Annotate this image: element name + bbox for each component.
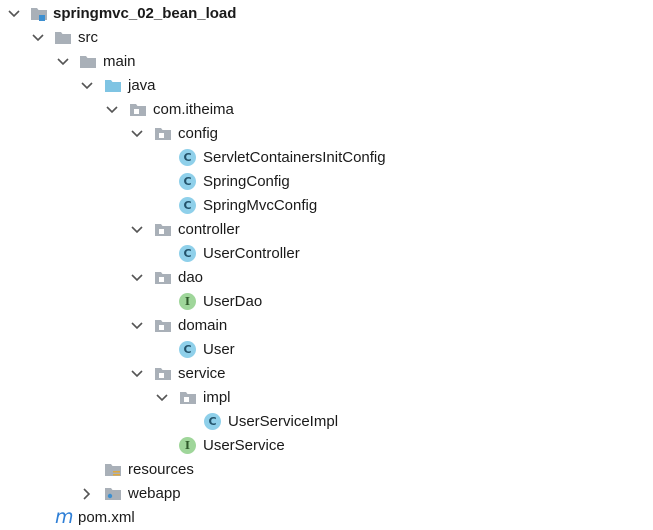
- tree-row-class[interactable]: C UserServiceImpl: [0, 410, 653, 434]
- folder-icon: [54, 30, 72, 46]
- tree-row-class[interactable]: C ServletContainersInitConfig: [0, 146, 653, 170]
- tree-row-class[interactable]: C User: [0, 338, 653, 362]
- tree-label-class: SpringConfig: [203, 173, 290, 190]
- class-icon: C: [179, 149, 196, 166]
- tree-row-interface[interactable]: I UserDao: [0, 290, 653, 314]
- tree-row-package[interactable]: com.itheima: [0, 98, 653, 122]
- tree-row-class[interactable]: C SpringMvcConfig: [0, 194, 653, 218]
- chevron-down-icon[interactable]: [129, 222, 145, 238]
- tree-label-interface: UserDao: [203, 293, 263, 310]
- tree-label-config: config: [178, 125, 219, 142]
- chevron-down-icon[interactable]: [104, 102, 120, 118]
- chevron-down-icon[interactable]: [79, 78, 95, 94]
- package-icon: [154, 270, 172, 286]
- class-icon: C: [179, 197, 196, 214]
- tree-label-class: ServletContainersInitConfig: [203, 149, 386, 166]
- tree-label-controller: controller: [178, 221, 240, 238]
- class-icon: C: [179, 173, 196, 190]
- chevron-down-icon[interactable]: [30, 30, 46, 46]
- chevron-down-icon[interactable]: [129, 126, 145, 142]
- tree-label-pom: pom.xml: [78, 509, 135, 526]
- tree-label-domain: domain: [178, 317, 228, 334]
- tree-label-src: src: [78, 29, 98, 46]
- web-folder-icon: [104, 486, 122, 502]
- chevron-right-icon[interactable]: [79, 486, 95, 502]
- tree-label-class: UserController: [203, 245, 300, 262]
- chevron-down-icon[interactable]: [129, 366, 145, 382]
- maven-icon: m: [55, 506, 74, 528]
- tree-label-impl: impl: [203, 389, 231, 406]
- class-icon: C: [179, 245, 196, 262]
- resources-folder-icon: [104, 462, 122, 478]
- chevron-down-icon[interactable]: [6, 6, 22, 22]
- tree-row-class[interactable]: C UserController: [0, 242, 653, 266]
- tree-label-interface: UserService: [203, 437, 285, 454]
- tree-label-class: UserServiceImpl: [228, 413, 339, 430]
- tree-row-interface[interactable]: I UserService: [0, 434, 653, 458]
- source-folder-icon: [104, 78, 122, 94]
- tree-row-config[interactable]: config: [0, 122, 653, 146]
- tree-label-project: springmvc_02_bean_load: [53, 5, 237, 22]
- chevron-down-icon[interactable]: [154, 390, 170, 406]
- tree-row-java[interactable]: java: [0, 74, 653, 98]
- tree-label-service: service: [178, 365, 226, 382]
- tree-label-package: com.itheima: [153, 101, 234, 118]
- chevron-down-icon[interactable]: [129, 318, 145, 334]
- interface-icon: I: [179, 293, 196, 310]
- tree-row-dao[interactable]: dao: [0, 266, 653, 290]
- package-icon: [154, 366, 172, 382]
- tree-row-class[interactable]: C SpringConfig: [0, 170, 653, 194]
- tree-row-src[interactable]: src: [0, 26, 653, 50]
- tree-row-domain[interactable]: domain: [0, 314, 653, 338]
- folder-icon: [79, 54, 97, 70]
- tree-row-service[interactable]: service: [0, 362, 653, 386]
- tree-label-java: java: [128, 77, 156, 94]
- tree-row-project[interactable]: springmvc_02_bean_load: [0, 2, 653, 26]
- package-icon: [154, 222, 172, 238]
- chevron-down-icon[interactable]: [129, 270, 145, 286]
- class-icon: C: [179, 341, 196, 358]
- tree-row-main[interactable]: main: [0, 50, 653, 74]
- tree-row-pom[interactable]: m pom.xml: [0, 506, 653, 530]
- interface-icon: I: [179, 437, 196, 454]
- class-icon: C: [204, 413, 221, 430]
- module-folder-icon: [30, 6, 48, 22]
- tree-label-resources: resources: [128, 461, 194, 478]
- package-icon: [129, 102, 147, 118]
- tree-label-main: main: [103, 53, 136, 70]
- tree-label-class: User: [203, 341, 235, 358]
- tree-label-webapp: webapp: [128, 485, 181, 502]
- package-icon: [179, 390, 197, 406]
- tree-row-resources[interactable]: resources: [0, 458, 653, 482]
- tree-row-controller[interactable]: controller: [0, 218, 653, 242]
- tree-row-webapp[interactable]: webapp: [0, 482, 653, 506]
- tree-label-dao: dao: [178, 269, 204, 286]
- tree-row-impl[interactable]: impl: [0, 386, 653, 410]
- package-icon: [154, 318, 172, 334]
- chevron-down-icon[interactable]: [55, 54, 71, 70]
- tree-label-class: SpringMvcConfig: [203, 197, 318, 214]
- package-icon: [154, 126, 172, 142]
